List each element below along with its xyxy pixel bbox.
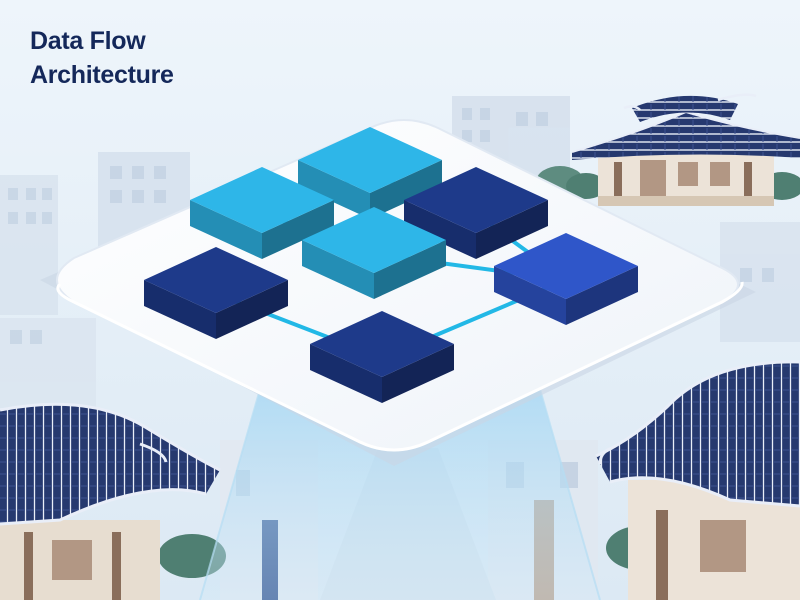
node-top-face	[310, 311, 454, 377]
page-title: Data Flow Architecture	[30, 24, 174, 92]
data-node-cube	[310, 311, 454, 403]
page-title-line-1: Data Flow	[30, 27, 146, 55]
beam-edge-left	[199, 381, 263, 600]
node-top-face	[144, 247, 288, 313]
hanok-house-top-right	[536, 93, 800, 206]
building-left-far	[0, 175, 58, 315]
node-right-face	[216, 280, 288, 339]
hanok-roof-bottom-right	[595, 360, 800, 600]
node-left-face	[190, 200, 262, 259]
data-node-cube	[494, 233, 638, 325]
beam-edge-right	[537, 381, 601, 600]
data-node-cube	[404, 167, 548, 259]
node-top-face	[190, 167, 334, 233]
node-right-face	[566, 266, 638, 325]
building-left-lower	[0, 318, 96, 408]
data-beam	[200, 382, 600, 600]
data-node-cube	[298, 127, 442, 219]
node-right-face	[382, 344, 454, 403]
node-right-face	[262, 200, 334, 259]
diagram-nodes	[144, 127, 638, 403]
node-left-face	[144, 280, 216, 339]
node-right-face	[374, 240, 446, 299]
data-node-cube	[302, 207, 446, 299]
node-top-face	[494, 233, 638, 299]
node-left-face	[494, 266, 566, 325]
node-left-face	[404, 200, 476, 259]
node-top-face	[298, 127, 442, 193]
hanok-roof-bottom-left	[0, 402, 221, 600]
data-node-cube	[144, 247, 288, 339]
node-right-face	[476, 200, 548, 259]
node-top-face	[302, 207, 446, 273]
node-right-face	[370, 160, 442, 219]
node-left-face	[298, 160, 370, 219]
data-node-cube	[190, 167, 334, 259]
node-left-face	[310, 344, 382, 403]
node-left-face	[302, 240, 374, 299]
node-top-face	[404, 167, 548, 233]
page-title-line-2: Architecture	[30, 61, 174, 89]
